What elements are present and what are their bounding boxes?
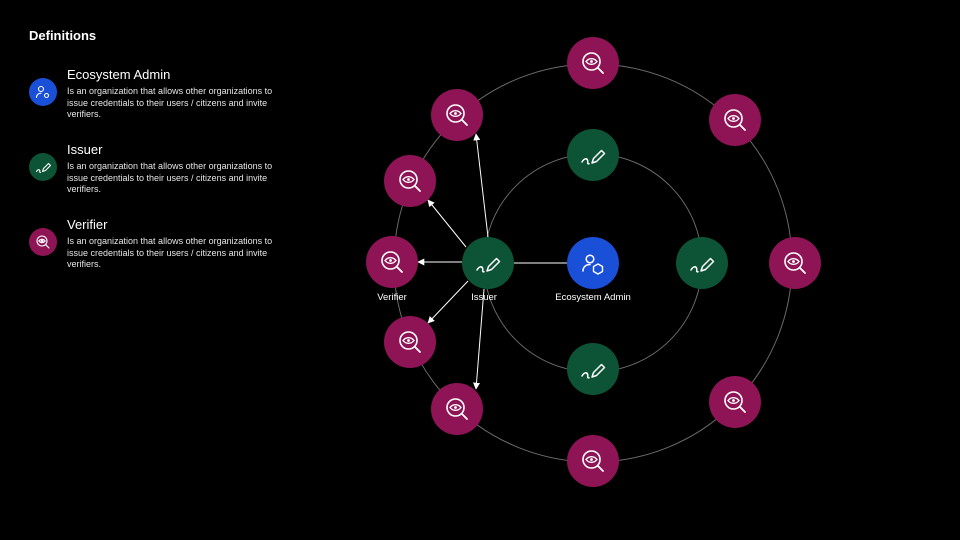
definition-name: Verifier [67,217,108,232]
verifier-label: Verifier [377,292,407,303]
verifier-node [431,89,483,141]
issuer-node [462,237,514,289]
issuer-label: Issuer [471,292,497,303]
definition-verifier: Verifier Is an organization that allows … [29,217,279,277]
verifier-node [709,376,761,428]
definition-description: Is an organization that allows other org… [67,236,273,269]
verifier-node [384,316,436,368]
ecosystem-admin-node [567,237,619,289]
verifier-node [709,94,761,146]
definition-ecosystem-admin: Ecosystem Admin Is an organization that … [29,67,279,127]
verifier-node [384,155,436,207]
arrow [427,199,467,248]
verifier-node [567,435,619,487]
definition-issuer: Issuer Is an organization that allows ot… [29,142,279,202]
arrow [427,280,469,324]
definition-description: Is an organization that allows other org… [67,86,273,119]
eye-search-icon [29,228,57,256]
ecosystem-admin-label: Ecosystem Admin [555,292,631,303]
definition-description: Is an organization that allows other org… [67,161,273,194]
verifier-node [431,383,483,435]
arrow [473,133,489,238]
verifier-node [567,37,619,89]
issuer-node [676,237,728,289]
definition-name: Ecosystem Admin [67,67,171,82]
definition-name: Issuer [67,142,103,157]
definitions-title: Definitions [29,28,97,43]
issuer-node [567,343,619,395]
verifier-node [769,237,821,289]
user-gear-icon [29,78,57,106]
issuer-node [567,129,619,181]
pen-icon [29,153,57,181]
verifier-node [366,236,418,288]
arrow [473,288,485,390]
